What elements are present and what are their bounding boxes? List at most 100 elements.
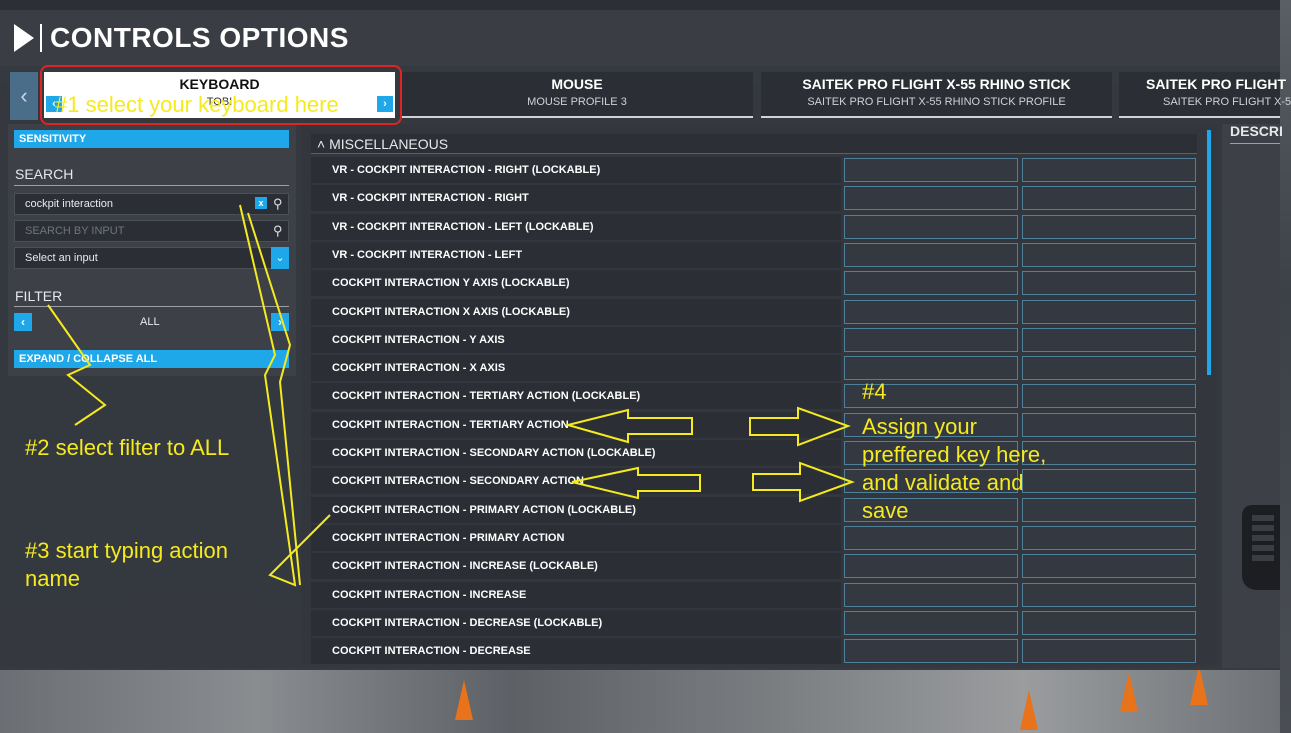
binding-row[interactable]: VR - COCKPIT INTERACTION - LEFT (LOCKABL…: [311, 213, 1197, 240]
divider: [14, 185, 289, 186]
binding-row[interactable]: COCKPIT INTERACTION - X AXIS: [311, 355, 1197, 382]
binding-row[interactable]: COCKPIT INTERACTION - PRIMARY ACTION (LO…: [311, 496, 1197, 523]
binding-action-label: COCKPIT INTERACTION - Y AXIS: [311, 326, 841, 353]
key-slot-primary[interactable]: [844, 158, 1018, 182]
binding-action-label: COCKPIT INTERACTION - TERTIARY ACTION: [311, 411, 841, 438]
annotation-step3-line2: name: [25, 566, 81, 591]
traffic-cone: [1020, 690, 1038, 730]
key-slot-secondary[interactable]: [1022, 186, 1196, 211]
key-slot-primary[interactable]: [844, 327, 1018, 352]
key-slot-primary[interactable]: [844, 271, 1018, 296]
key-slot-secondary[interactable]: [1022, 554, 1196, 579]
binding-row[interactable]: COCKPIT INTERACTION - SECONDARY ACTION: [311, 468, 1197, 495]
binding-row[interactable]: COCKPIT INTERACTION X AXIS (LOCKABLE): [311, 298, 1197, 325]
search-icon[interactable]: ⚲: [273, 223, 283, 238]
divider: [1230, 143, 1280, 144]
key-slot-primary[interactable]: [844, 497, 1018, 522]
chevron-left-icon[interactable]: ‹: [10, 72, 38, 120]
key-slot-secondary[interactable]: [1022, 441, 1196, 465]
binding-row[interactable]: COCKPIT INTERACTION - DECREASE: [311, 638, 1197, 665]
key-slot-primary[interactable]: [844, 186, 1018, 211]
annotation-highlight-box: [40, 65, 402, 125]
tab-saitek-throttle[interactable]: SAITEK PRO FLIGHT SAITEK PRO FLIGHT X-5: [1119, 72, 1291, 118]
binding-row[interactable]: COCKPIT INTERACTION - Y AXIS: [311, 326, 1197, 353]
key-slot-secondary[interactable]: [1022, 639, 1196, 664]
key-slot-primary[interactable]: [844, 412, 1018, 437]
annotation-step4-line4: and validate and: [862, 470, 1024, 495]
binding-row[interactable]: COCKPIT INTERACTION - TERTIARY ACTION (L…: [311, 383, 1197, 410]
binding-row[interactable]: COCKPIT INTERACTION - PRIMARY ACTION: [311, 524, 1197, 551]
binding-row[interactable]: COCKPIT INTERACTION - SECONDARY ACTION (…: [311, 440, 1197, 466]
search-icon[interactable]: ⚲: [273, 196, 283, 211]
sensitivity-button[interactable]: SENSITIVITY: [14, 130, 289, 148]
key-slot-secondary[interactable]: [1022, 469, 1196, 494]
key-slot-primary[interactable]: [844, 610, 1018, 635]
key-slot-primary[interactable]: [844, 299, 1018, 324]
tab-mouse[interactable]: MOUSE MOUSE PROFILE 3: [401, 72, 753, 118]
filter-heading: FILTER: [15, 288, 63, 304]
binding-row[interactable]: COCKPIT INTERACTION Y AXIS (LOCKABLE): [311, 270, 1197, 297]
expand-collapse-all-button[interactable]: EXPAND / COLLAPSE ALL: [14, 350, 289, 368]
binding-row[interactable]: COCKPIT INTERACTION - INCREASE: [311, 581, 1197, 608]
key-slot-secondary[interactable]: [1022, 158, 1196, 182]
binding-row[interactable]: COCKPIT INTERACTION - DECREASE (LOCKABLE…: [311, 609, 1197, 636]
binding-row[interactable]: VR - COCKPIT INTERACTION - RIGHT: [311, 185, 1197, 212]
key-slot-secondary[interactable]: [1022, 582, 1196, 607]
key-slot-secondary[interactable]: [1022, 384, 1196, 409]
filter-next-button[interactable]: ›: [271, 313, 289, 331]
key-slot-secondary[interactable]: [1022, 327, 1196, 352]
key-slot-primary[interactable]: [844, 242, 1018, 267]
profile-prev-button[interactable]: ‹: [46, 96, 62, 112]
background-top: [0, 0, 1280, 12]
key-slot-secondary[interactable]: [1022, 271, 1196, 296]
chevron-down-icon[interactable]: ⌄: [271, 247, 289, 269]
tab-keyboard[interactable]: KEYBOARD TOBI: [44, 72, 395, 118]
key-slot-primary[interactable]: [844, 525, 1018, 550]
binding-row[interactable]: VR - COCKPIT INTERACTION - RIGHT (LOCKAB…: [311, 157, 1197, 183]
key-slot-secondary[interactable]: [1022, 497, 1196, 522]
traffic-cone: [455, 680, 473, 720]
key-slot-secondary[interactable]: [1022, 610, 1196, 635]
key-slot-secondary[interactable]: [1022, 214, 1196, 239]
key-slot-primary[interactable]: [844, 582, 1018, 607]
key-slot-primary[interactable]: [844, 469, 1018, 494]
binding-action-label: VR - COCKPIT INTERACTION - RIGHT: [311, 185, 841, 212]
key-slot-secondary[interactable]: [1022, 525, 1196, 550]
key-slot-primary[interactable]: [844, 639, 1018, 664]
tab-saitek-throttle-profile: SAITEK PRO FLIGHT X-5: [1163, 96, 1291, 108]
binding-action-label: COCKPIT INTERACTION Y AXIS (LOCKABLE): [311, 270, 841, 297]
key-slot-primary[interactable]: [844, 214, 1018, 239]
search-input[interactable]: cockpit interaction: [14, 193, 289, 215]
tab-saitek-stick-name: SAITEK PRO FLIGHT X-55 RHINO STICK: [802, 76, 1071, 92]
filter-prev-button[interactable]: ‹: [14, 313, 32, 331]
profile-next-button[interactable]: ›: [377, 96, 393, 112]
tab-saitek-stick[interactable]: SAITEK PRO FLIGHT X-55 RHINO STICK SAITE…: [761, 72, 1112, 118]
search-by-input-field[interactable]: SEARCH BY INPUT: [14, 220, 289, 242]
key-slot-primary[interactable]: [844, 384, 1018, 409]
annotation-step1: #1 select your keyboard here: [55, 92, 339, 117]
binding-row[interactable]: COCKPIT INTERACTION - INCREASE (LOCKABLE…: [311, 553, 1197, 580]
key-slot-secondary[interactable]: [1022, 242, 1196, 267]
close-icon[interactable]: x: [255, 197, 267, 209]
traffic-cone: [1190, 665, 1208, 705]
key-slot-secondary[interactable]: [1022, 412, 1196, 437]
divider: [14, 306, 289, 307]
key-slot-primary[interactable]: [844, 441, 1018, 465]
binding-row[interactable]: VR - COCKPIT INTERACTION - LEFT: [311, 241, 1197, 268]
annotation-step4-line2: Assign your: [862, 414, 977, 439]
binding-action-label: COCKPIT INTERACTION - TERTIARY ACTION (L…: [311, 383, 841, 410]
key-slot-secondary[interactable]: [1022, 299, 1196, 324]
binding-action-label: VR - COCKPIT INTERACTION - LEFT: [311, 241, 841, 268]
binding-action-label: COCKPIT INTERACTION - PRIMARY ACTION: [311, 524, 841, 551]
select-input-dropdown[interactable]: Select an input: [14, 247, 289, 269]
scrollbar[interactable]: [1207, 130, 1211, 375]
binding-row[interactable]: COCKPIT INTERACTION - TERTIARY ACTION: [311, 411, 1197, 438]
chevron-right-icon[interactable]: [14, 24, 34, 52]
search-heading: SEARCH: [15, 166, 74, 182]
annotation-step3-line1: #3 start typing action: [25, 538, 229, 563]
background-hangar-floor: [0, 668, 1280, 733]
key-slot-primary[interactable]: [844, 554, 1018, 579]
key-slot-secondary[interactable]: [1022, 356, 1196, 381]
key-slot-primary[interactable]: [844, 356, 1018, 381]
category-header[interactable]: ˄ MISCELLANEOUS: [311, 134, 1197, 154]
